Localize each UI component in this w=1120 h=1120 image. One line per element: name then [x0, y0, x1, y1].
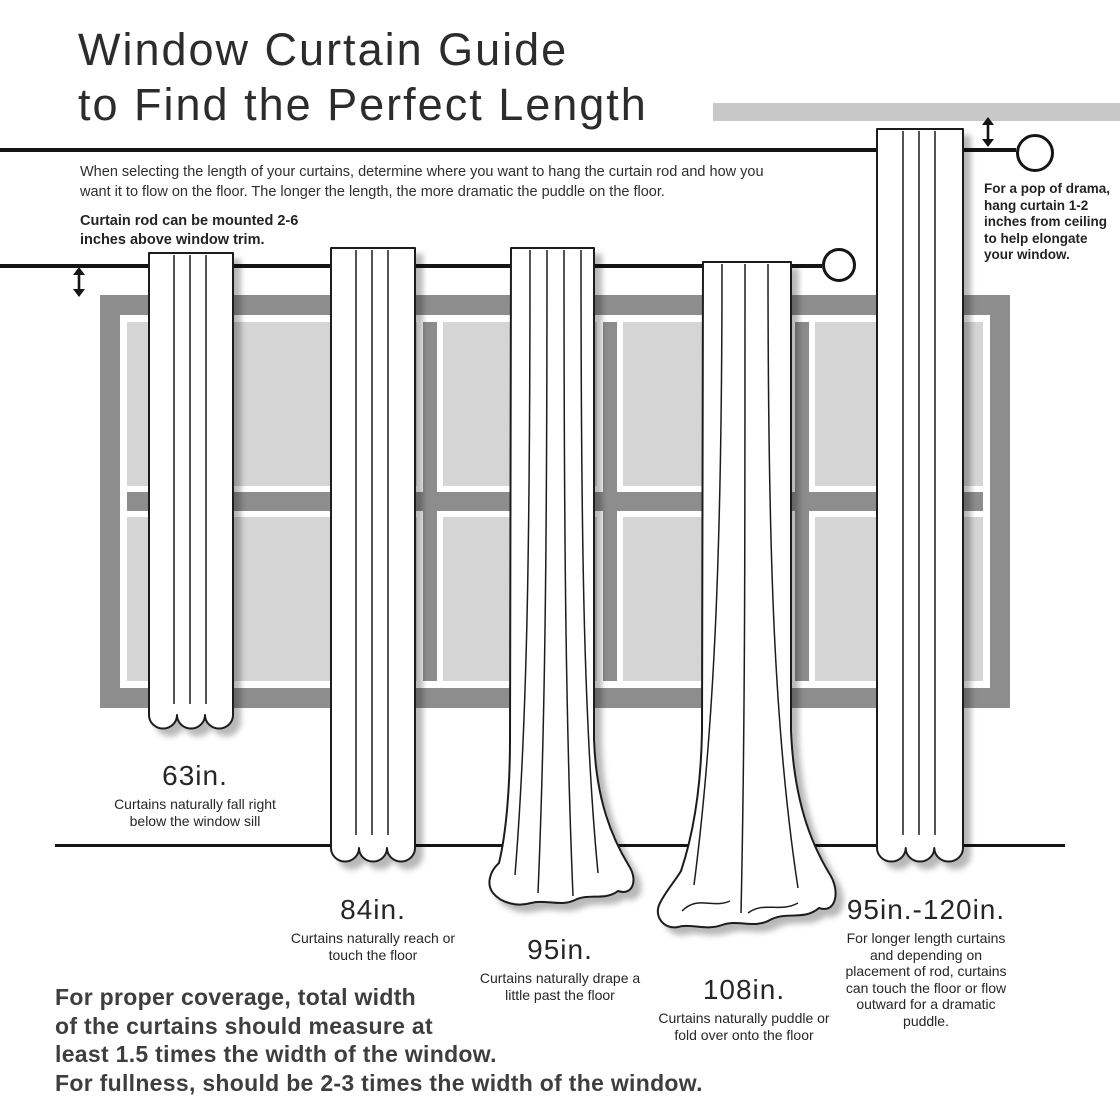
coverage-note-line: of the curtains should measure at	[55, 1012, 433, 1039]
curtain-panel-63in	[148, 252, 234, 730]
intro-text: When selecting the length of your curtai…	[80, 164, 764, 200]
double-arrow-icon	[73, 267, 85, 297]
length-size: 108in.	[702, 974, 786, 1005]
curtain-panel-95-120in	[876, 128, 964, 863]
coverage-note: For proper coverage, total width of the …	[55, 983, 703, 1097]
page-title-line2: to Find the Perfect Length	[78, 79, 648, 130]
length-size: 84in.	[340, 894, 406, 925]
length-label-63in: 63in. Curtains naturally fall right belo…	[100, 760, 290, 829]
length-label-108in: 108in. Curtains naturally puddle or fold…	[650, 974, 838, 1043]
page-title: Window Curtain Guide to Find the Perfect…	[78, 22, 648, 132]
length-label-84in: 84in. Curtains naturally reach or touch …	[285, 894, 461, 963]
coverage-note-line: For proper coverage, total width	[55, 984, 417, 1010]
curtain-panel-108in	[656, 261, 837, 929]
rod-mount-note: Curtain rod can be mounted 2-6 inches ab…	[80, 213, 299, 248]
length-description: Curtains naturally puddle or fold over o…	[658, 1010, 830, 1043]
length-description: For longer length curtains and depending…	[845, 930, 1007, 1029]
length-size: 95in.-120in.	[846, 894, 1006, 925]
length-size: 95in.	[527, 934, 593, 965]
curtain-panel-95in	[488, 247, 635, 906]
length-size: 63in.	[162, 760, 228, 791]
curtain-panel-84in	[330, 247, 416, 863]
ceiling-note: For a pop of drama, hang curtain 1-2 inc…	[984, 181, 1111, 262]
curtain-rod-upper	[0, 148, 1016, 152]
double-arrow-icon	[982, 117, 994, 147]
page-title-line1: Window Curtain Guide	[78, 24, 569, 75]
length-description: Curtains naturally fall right below the …	[114, 796, 276, 829]
length-description: Curtains naturally drape a little past t…	[479, 970, 641, 1003]
length-label-95in: 95in. Curtains naturally drape a little …	[468, 934, 652, 1003]
coverage-note-line: For fullness, should be 2-3 times the wi…	[55, 1069, 703, 1096]
coverage-note-line: least 1.5 times the width of the window.	[55, 1041, 497, 1067]
rod-finial-icon	[822, 248, 856, 282]
rod-finial-icon	[1016, 134, 1054, 172]
length-label-95-120in: 95in.-120in. For longer length curtains …	[838, 894, 1014, 1029]
length-description: Curtains naturally reach or touch the fl…	[290, 930, 456, 963]
ceiling-bar	[713, 103, 1120, 121]
